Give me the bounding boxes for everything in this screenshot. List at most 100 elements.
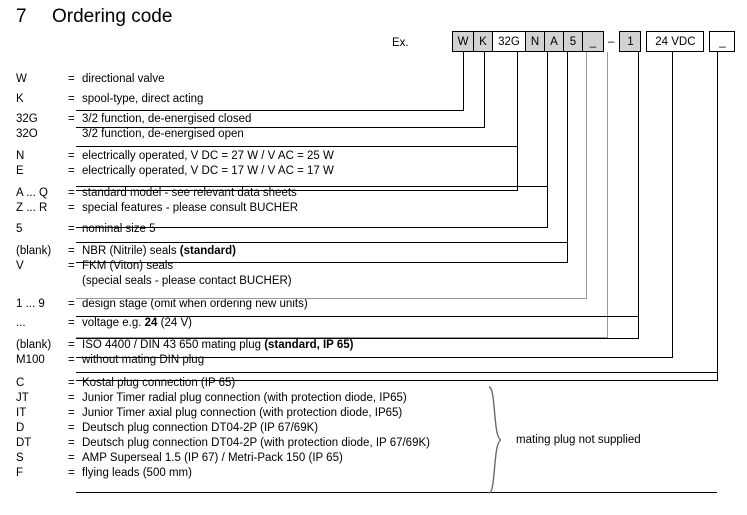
code-box-_[interactable]: _ xyxy=(709,31,736,52)
code-box-_[interactable]: _ xyxy=(582,31,604,52)
legend-description: nominal size 5 xyxy=(82,223,156,235)
legend-description: NBR (Nitrile) seals (standard) xyxy=(82,245,236,257)
legend-equals: = xyxy=(68,422,75,434)
legend-code: IT xyxy=(16,407,27,419)
leader-hline xyxy=(76,190,518,191)
legend-separator xyxy=(76,492,717,493)
legend-code: ... xyxy=(16,317,26,329)
legend-description: spool-type, direct acting xyxy=(82,93,204,105)
legend-equals: = xyxy=(68,260,75,272)
section-number: 7 xyxy=(16,6,27,27)
legend-equals: = xyxy=(68,467,75,479)
legend-description: Deutsch plug connection DT04-2P (with pr… xyxy=(82,437,430,449)
legend-description: Kostal plug connection (IP 65) xyxy=(82,377,236,389)
legend-emphasis: 24 xyxy=(144,317,158,329)
legend-code: JT xyxy=(16,392,29,404)
legend-equals: = xyxy=(68,452,75,464)
legend-equals: = xyxy=(68,223,75,235)
legend-code: V xyxy=(16,260,24,272)
legend-description: electrically operated, V DC = 27 W / V A… xyxy=(82,150,334,162)
leader-vline xyxy=(547,52,548,227)
leader-vline xyxy=(567,52,568,262)
legend-emphasis: (standard) xyxy=(179,245,236,257)
legend-code: E xyxy=(16,165,24,177)
leader-vline xyxy=(607,52,608,337)
legend-description: FKM (Viton) seals xyxy=(82,260,174,272)
legend-equals: = xyxy=(68,113,75,125)
legend-code: M100 xyxy=(16,354,45,366)
legend-equals: = xyxy=(68,377,75,389)
leader-vline xyxy=(586,52,587,298)
legend-code: 5 xyxy=(16,223,23,235)
code-box-w[interactable]: W xyxy=(452,31,474,52)
legend-equals: = xyxy=(68,165,75,177)
legend-separator xyxy=(76,372,717,373)
legend-description: (special seals - please contact BUCHER) xyxy=(82,275,292,287)
legend-equals: = xyxy=(68,354,75,366)
legend-description: standard model - see relevant data sheet… xyxy=(82,187,297,199)
legend-equals: = xyxy=(68,187,75,199)
legend-equals: = xyxy=(68,392,75,404)
legend-description: ISO 4400 / DIN 43 650 mating plug (stand… xyxy=(82,339,354,351)
legend-code: F xyxy=(16,467,24,479)
legend-code: N xyxy=(16,150,25,162)
leader-vline xyxy=(717,52,718,380)
legend-description: Deutsch plug connection DT04-2P (IP 67/6… xyxy=(82,422,319,434)
leader-hline xyxy=(76,298,587,299)
curly-brace-icon xyxy=(488,386,502,494)
legend-separator xyxy=(76,146,517,147)
leader-hline xyxy=(76,127,485,128)
legend-separator xyxy=(76,242,567,243)
code-box-n[interactable]: N xyxy=(525,31,545,52)
legend-description: directional valve xyxy=(82,73,165,85)
leader-hline xyxy=(76,227,548,228)
leader-vline xyxy=(638,52,639,338)
legend-description: voltage e.g. 24 (24 V) xyxy=(82,317,192,329)
legend-equals: = xyxy=(68,407,75,419)
legend-separator xyxy=(76,186,547,187)
legend-description: electrically operated, V DC = 17 W / V A… xyxy=(82,165,334,177)
legend-description: 3/2 function, de-energised open xyxy=(82,128,244,140)
code-box-5[interactable]: 5 xyxy=(563,31,583,52)
legend-description: without mating DIN plug xyxy=(82,354,205,366)
legend-code: C xyxy=(16,377,25,389)
legend-code: D xyxy=(16,422,25,434)
legend-equals: = xyxy=(68,317,75,329)
legend-emphasis: (standard, IP 65) xyxy=(264,339,354,351)
leader-vline xyxy=(517,52,518,190)
leader-hline xyxy=(76,357,673,358)
legend-code: A ... Q xyxy=(16,187,48,199)
leader-hline xyxy=(76,337,608,338)
leader-vline xyxy=(484,52,485,127)
code-box-a[interactable]: A xyxy=(544,31,564,52)
legend-code: S xyxy=(16,452,24,464)
legend-equals: = xyxy=(68,73,75,85)
code-box-24-vdc[interactable]: 24 VDC xyxy=(646,31,705,52)
legend-description: 3/2 function, de-energised closed xyxy=(82,113,252,125)
page-title: Ordering code xyxy=(52,6,173,27)
legend-equals: = xyxy=(68,339,75,351)
legend-equals: = xyxy=(68,93,75,105)
legend-description: design stage (omit when ordering new uni… xyxy=(82,298,308,310)
legend-description: flying leads (500 mm) xyxy=(82,467,192,479)
example-label: Ex. xyxy=(392,37,409,49)
legend-code: W xyxy=(16,73,27,85)
legend-code: K xyxy=(16,93,24,105)
leader-hline xyxy=(76,380,718,381)
legend-equals: = xyxy=(68,437,75,449)
legend-code: DT xyxy=(16,437,32,449)
leader-hline xyxy=(76,262,568,263)
legend-equals: = xyxy=(68,150,75,162)
legend-code: 1 ... 9 xyxy=(16,298,45,310)
leader-hline xyxy=(76,338,639,339)
legend-code: 32G xyxy=(16,113,38,125)
legend-code: Z ... R xyxy=(16,202,48,214)
leader-vline xyxy=(672,52,673,357)
legend-equals: = xyxy=(68,245,75,257)
code-box-k[interactable]: K xyxy=(473,31,493,52)
code-box-1[interactable]: 1 xyxy=(619,31,642,52)
legend-equals: = xyxy=(68,298,75,310)
code-box-32g[interactable]: 32G xyxy=(492,31,526,52)
